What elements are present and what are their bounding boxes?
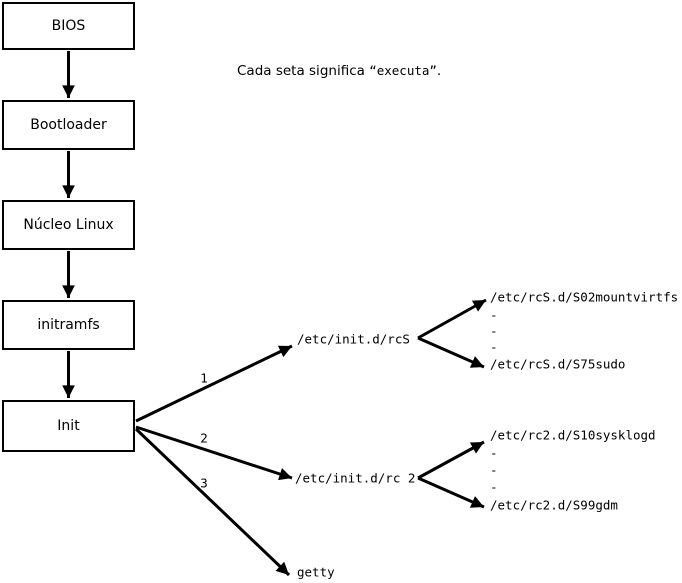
box-bootloader-label: Bootloader [30,117,107,133]
rcs-ellipsis-dash-3: - [490,339,498,355]
box-bootloader: Bootloader [2,100,135,150]
box-initramfs: initramfs [2,300,135,350]
box-init: Init [2,400,135,452]
arrow-label-3: 3 [200,475,208,491]
legend-note-quoted: “executa” [369,63,437,78]
arrow-rcs-to-s02mountvirtfs [417,298,487,340]
path-rcs-d-s02mountvirtfs: /etc/rcS.d/S02mountvirtfs [490,289,679,305]
box-init-label: Init [57,418,80,434]
path-getty: getty [297,564,335,580]
box-bios: BIOS [2,2,135,50]
box-kernel-label: Núcleo Linux [23,217,114,233]
rc2-ellipsis-dash-3: - [490,479,498,495]
path-rcs-d-s75sudo: /etc/rcS.d/S75sudo [490,356,626,372]
path-init-d-rc2: /etc/init.d/rc 2 [295,470,416,486]
arrow-rc2-to-s10sysklogd [417,440,485,480]
rcs-ellipsis-dash-1: - [490,307,498,323]
arrow-rcs-to-s75sudo [417,336,485,369]
rc2-ellipsis-dash-1: - [490,445,498,461]
arrow-rc2-to-s99gdm [417,476,485,509]
legend-note: Cada seta significa “executa”. [237,63,441,79]
rcs-ellipsis-dash-2: - [490,323,498,339]
arrow-init-to-getty [134,427,291,577]
arrow-label-1: 1 [200,370,208,386]
box-initramfs-label: initramfs [37,317,100,333]
rc2-ellipsis-dash-2: - [490,462,498,478]
arrow-init-to-rcs [135,344,293,423]
legend-note-suffix: . [436,63,442,79]
arrow-label-2: 2 [200,430,208,446]
arrow-init-to-rc2 [135,425,293,481]
path-rc2-d-s10sysklogd: /etc/rc2.d/S10sysklogd [490,427,656,443]
box-kernel: Núcleo Linux [2,200,135,250]
path-rc2-d-s99gdm: /etc/rc2.d/S99gdm [490,497,618,513]
path-init-d-rcs: /etc/init.d/rcS [297,331,410,347]
box-bios-label: BIOS [51,18,86,34]
legend-note-prefix: Cada seta significa [237,63,370,79]
